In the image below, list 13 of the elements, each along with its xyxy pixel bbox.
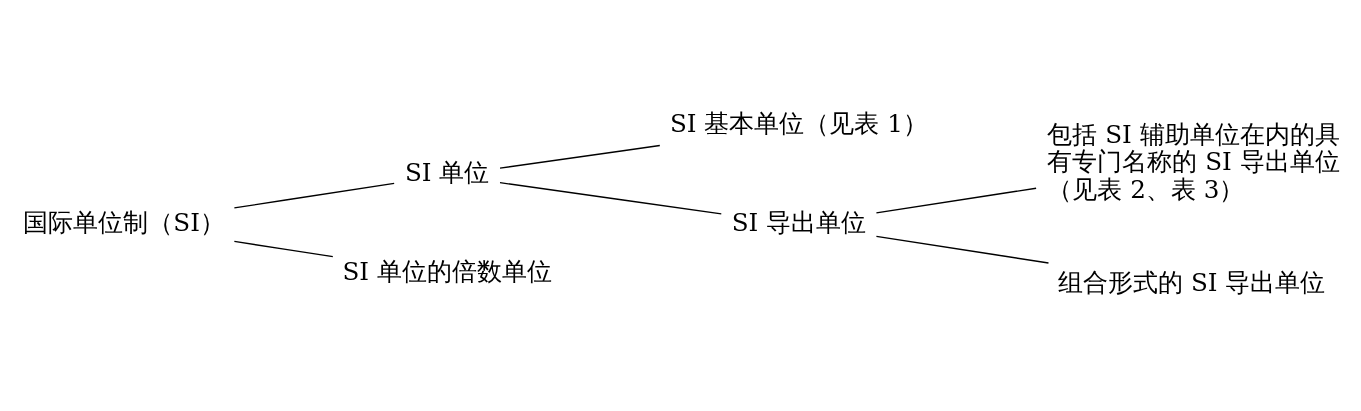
node-text: SI 基本单位（见表 1） [669, 109, 928, 139]
connector [233, 240, 334, 258]
node-text: SI 单位 [404, 158, 490, 188]
connector [499, 181, 722, 215]
connector [875, 235, 1050, 264]
connector [499, 144, 661, 169]
connector [875, 187, 1037, 214]
node-text: SI 单位的倍数单位 [342, 256, 552, 286]
node-text: 国际单位制（SI） [23, 207, 225, 237]
connector [233, 182, 395, 209]
node-text: 组合形式的 SI 导出单位 [1058, 267, 1326, 297]
node-text: SI 导出单位 [731, 207, 867, 237]
node-text: 包括 SI 辅助单位在内的具有专门名称的 SI 导出单位（见表 2、表 3） [1047, 120, 1340, 204]
